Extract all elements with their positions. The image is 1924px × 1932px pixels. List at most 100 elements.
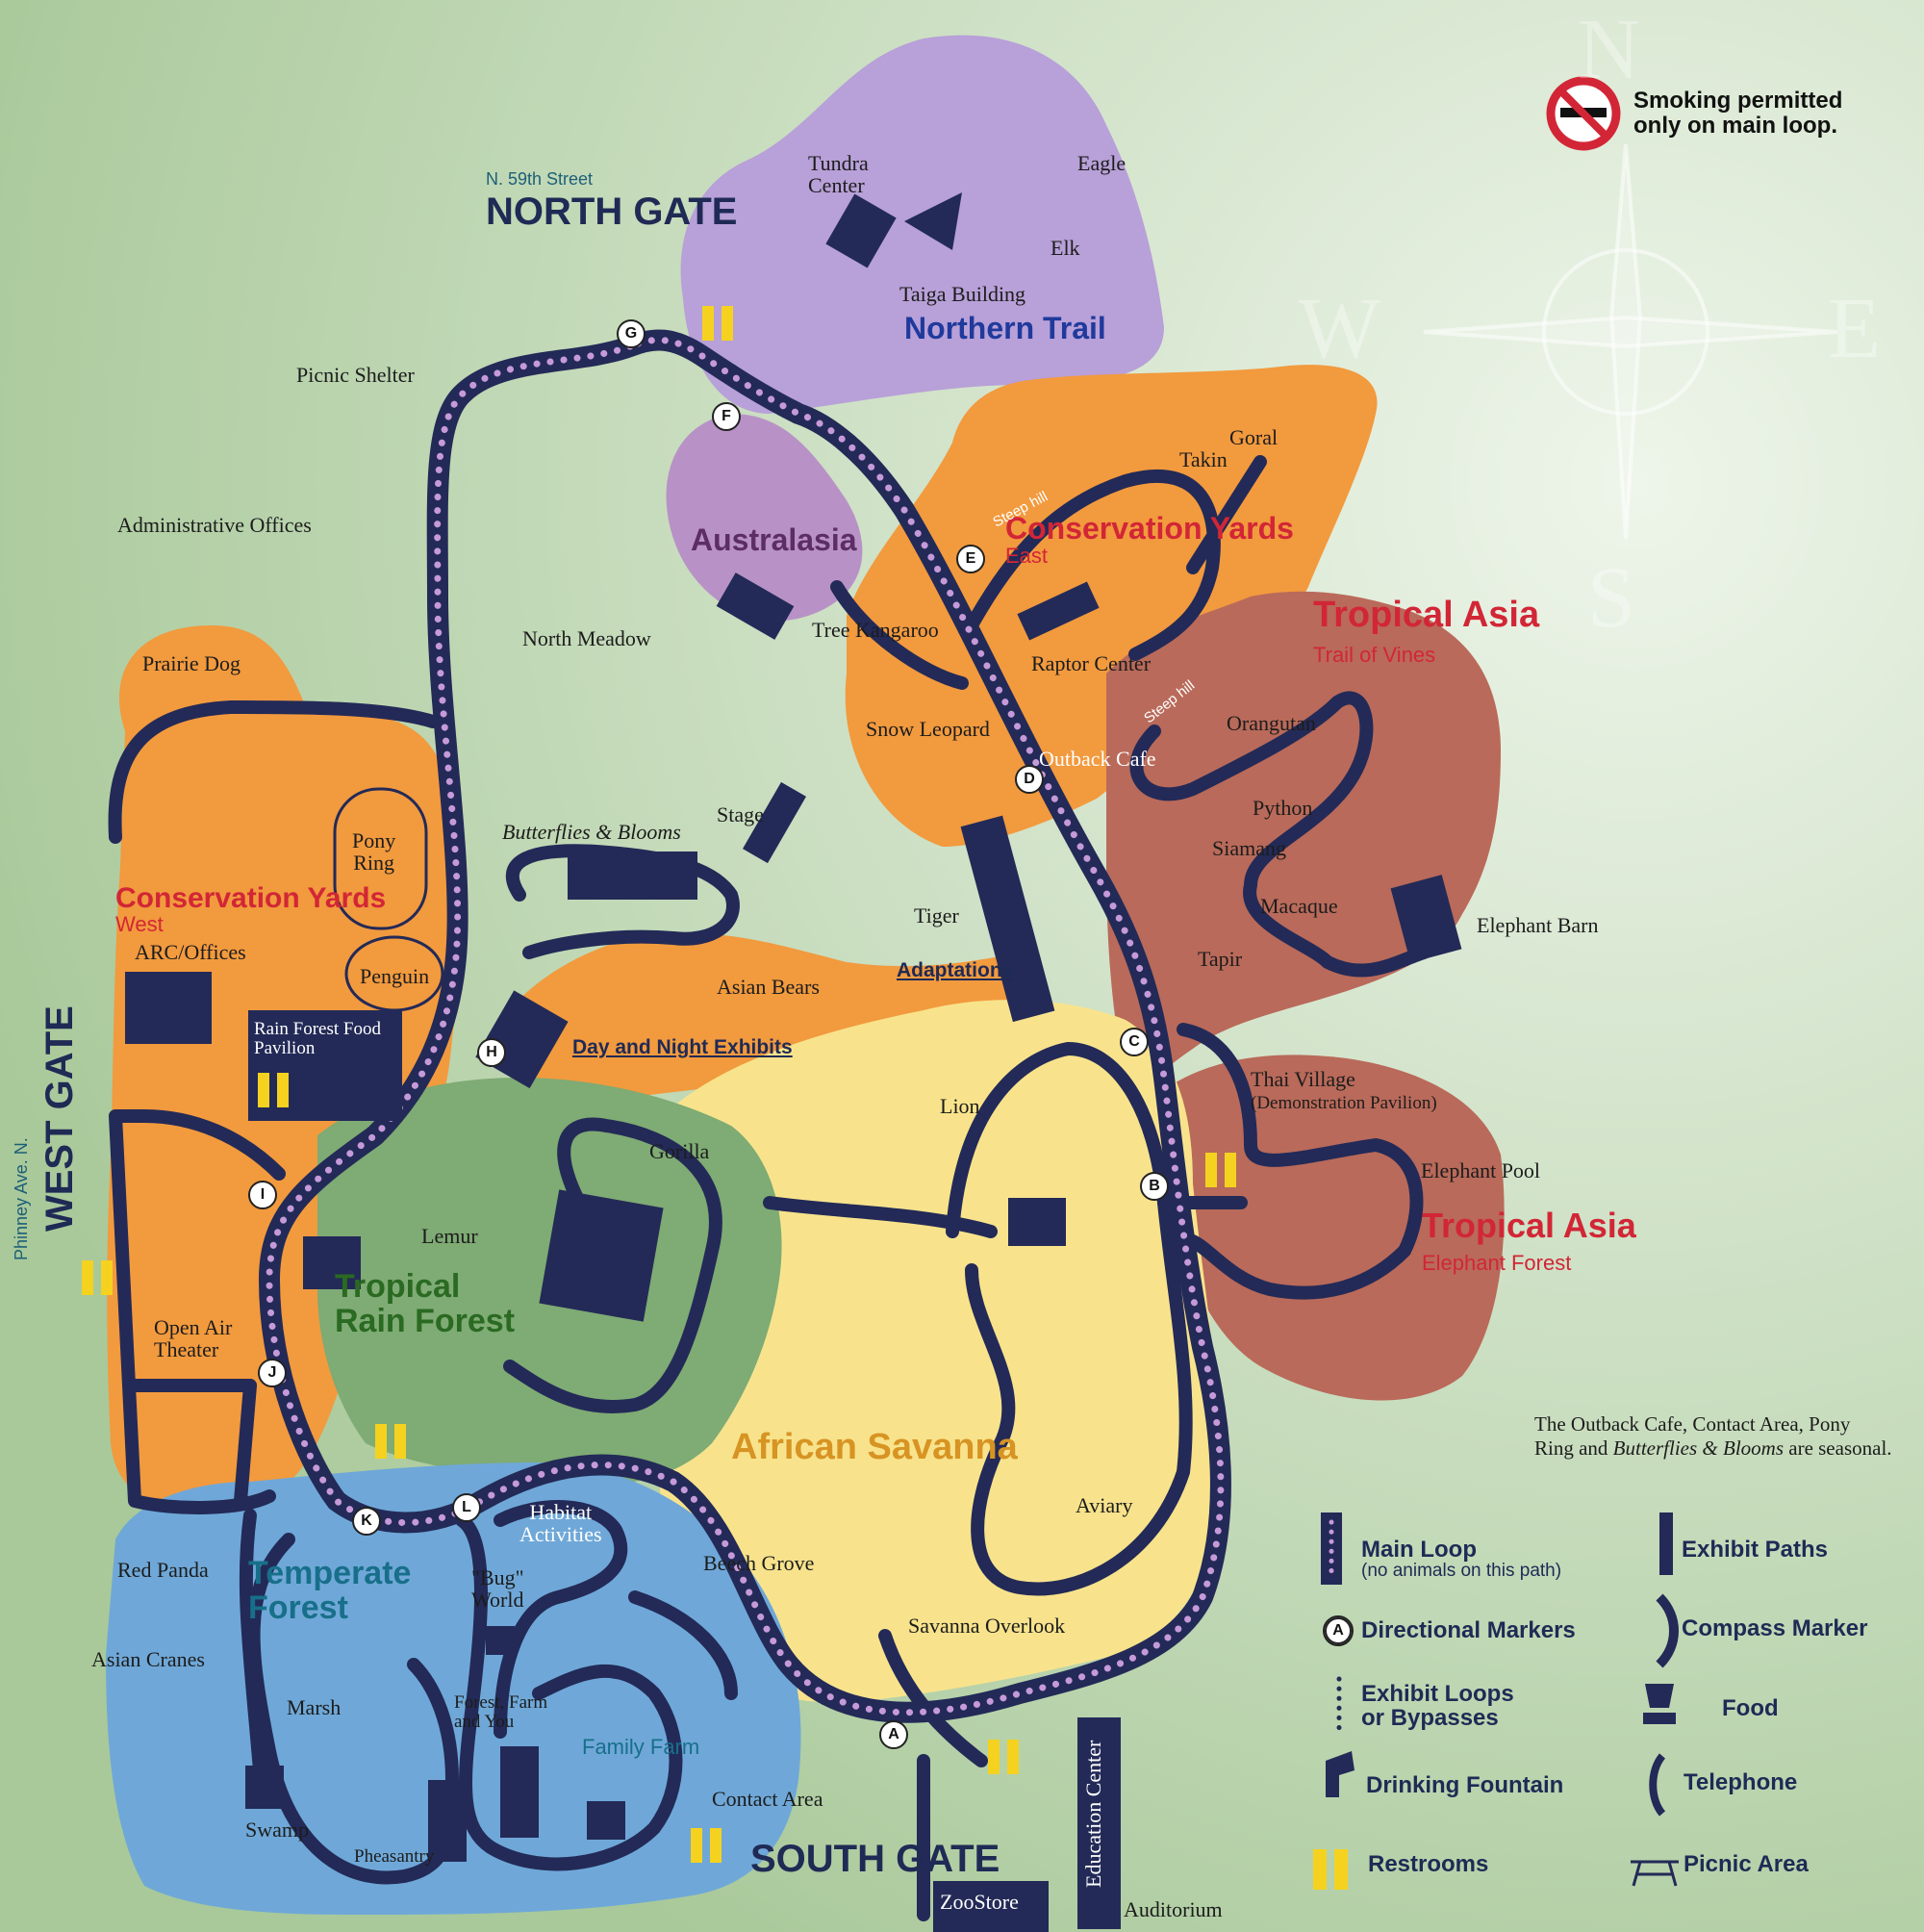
legend-food: Food — [1722, 1695, 1779, 1721]
legend-loops-l1: Exhibit Loops — [1361, 1681, 1514, 1707]
tree-kangaroo-label[interactable]: Tree Kangaroo — [812, 618, 939, 642]
beech-grove-label[interactable]: Beech Grove — [703, 1551, 815, 1575]
takin-label[interactable]: Takin — [1179, 447, 1228, 471]
legend-marker-sample: A — [1325, 1617, 1352, 1644]
zone-tropical-asia-vines-label: Tropical Asia — [1313, 595, 1540, 635]
elk-label[interactable]: Elk — [1051, 236, 1080, 260]
smoking-notice-line2: only on main loop. — [1633, 113, 1837, 140]
bug-world-label[interactable]: "Bug"World — [471, 1566, 524, 1611]
legend-main-loop-title: Main Loop — [1361, 1537, 1477, 1563]
zone-african-savanna-label: African Savanna — [731, 1427, 1018, 1467]
orangutan-label[interactable]: Orangutan — [1227, 711, 1316, 735]
compass-w: W — [1299, 281, 1380, 376]
seasonal-note: The Outback Cafe, Contact Area, Pony Rin… — [1534, 1412, 1892, 1461]
gorilla-label[interactable]: Gorilla — [649, 1139, 710, 1163]
exhibit-paths — [108, 455, 1430, 1921]
zoostore-label[interactable]: ZooStore — [940, 1890, 1019, 1914]
stage-label[interactable]: Stage — [717, 802, 764, 826]
compass-s: S — [1587, 550, 1636, 646]
macaque-label[interactable]: Macaque — [1260, 894, 1338, 918]
legend-compass-marker: Compass Marker — [1682, 1615, 1868, 1641]
marker-c[interactable]: C — [1120, 1028, 1149, 1056]
marker-l[interactable]: L — [452, 1493, 481, 1522]
elephant-barn-label[interactable]: Elephant Barn — [1477, 913, 1599, 937]
pony-l1: Pony — [352, 828, 396, 852]
asian-bears-label[interactable]: Asian Bears — [717, 975, 820, 999]
lion-label[interactable]: Lion — [940, 1094, 980, 1118]
compass-rose-icon — [1423, 143, 1838, 540]
python-label[interactable]: Python — [1253, 796, 1313, 820]
marker-j[interactable]: J — [258, 1359, 287, 1387]
rain-forest-food-pavilion-building — [248, 1010, 402, 1121]
marker-d[interactable]: D — [1015, 765, 1044, 794]
legend-main-loop-sub: (no animals on this path) — [1361, 1561, 1562, 1582]
elephant-pool-label[interactable]: Elephant Pool — [1421, 1158, 1541, 1182]
tiger-label[interactable]: Tiger — [914, 903, 959, 928]
fff-l2: and You — [454, 1711, 515, 1732]
marker-k[interactable]: K — [352, 1507, 381, 1536]
marker-i[interactable]: I — [248, 1181, 277, 1209]
penguin-label[interactable]: Penguin — [360, 964, 430, 988]
outback-cafe-label[interactable]: Outback Cafe — [1039, 747, 1156, 771]
marker-a[interactable]: A — [879, 1720, 908, 1749]
raptor-center-label[interactable]: Raptor Center — [1031, 651, 1152, 675]
tundra-l1: Tundra — [808, 151, 869, 175]
south-gate-label[interactable]: SOUTH GATE — [750, 1838, 1000, 1880]
marker-h[interactable]: H — [477, 1038, 506, 1067]
zone-adaptations-label: Adaptations — [897, 959, 1014, 981]
siamang-label[interactable]: Siamang — [1212, 836, 1286, 860]
west-gate-street: Phinney Ave. N. — [12, 1137, 31, 1260]
pheasantry-label[interactable]: Pheasantry — [354, 1846, 435, 1867]
red-panda-label[interactable]: Red Panda — [117, 1558, 209, 1582]
lemur-label[interactable]: Lemur — [421, 1224, 478, 1248]
north-gate-street: N. 59th Street — [486, 169, 594, 189]
education-center-label[interactable]: Education Center — [1081, 1740, 1105, 1888]
main-loop-path — [259, 329, 1231, 1723]
zone-northern-trail-label: Northern Trail — [904, 311, 1106, 345]
zone-rain-forest-line2: Rain Forest — [335, 1302, 516, 1339]
north-meadow-label[interactable]: North Meadow — [522, 626, 651, 650]
rain-food-l1: Rain Forest Food — [254, 1019, 381, 1039]
tundra-l2: Center — [808, 173, 865, 198]
seasonal-note-l2b: Butterflies & Blooms — [1612, 1436, 1784, 1461]
legend-fountain: Drinking Fountain — [1366, 1772, 1564, 1798]
snow-leopard-label[interactable]: Snow Leopard — [866, 717, 990, 741]
marsh-label[interactable]: Marsh — [287, 1695, 342, 1719]
zone-rain-forest-line1: Tropical — [335, 1268, 461, 1305]
auditorium-label[interactable]: Auditorium — [1124, 1897, 1223, 1921]
eagle-label[interactable]: Eagle — [1077, 151, 1127, 175]
picnic-shelter-label[interactable]: Picnic Shelter — [296, 363, 415, 387]
zone-tropical-asia-elephant-label: Tropical Asia — [1422, 1206, 1636, 1245]
north-gate-label[interactable]: NORTH GATE — [486, 191, 738, 233]
thai-village-label[interactable]: Thai Village(Demonstration Pavilion) — [1251, 1068, 1437, 1113]
thai-l2: (Demonstration Pavilion) — [1251, 1093, 1437, 1114]
aviary-label[interactable]: Aviary — [1076, 1493, 1133, 1517]
tapir-label[interactable]: Tapir — [1198, 947, 1243, 971]
goral-label[interactable]: Goral — [1229, 425, 1278, 449]
west-gate-label[interactable]: WEST GATE — [38, 1005, 81, 1232]
taiga-label[interactable]: Taiga Building — [899, 282, 1026, 306]
marker-b[interactable]: B — [1140, 1172, 1169, 1201]
swamp-label[interactable]: Swamp — [245, 1818, 309, 1842]
legend-telephone: Telephone — [1684, 1769, 1798, 1795]
legend-loops-l2: or Bypasses — [1361, 1705, 1499, 1732]
butterflies-label[interactable]: Butterflies & Blooms — [502, 820, 681, 844]
zone-cons-west-sub: West — [115, 912, 164, 936]
marker-g[interactable]: G — [617, 319, 646, 348]
savanna-overlook-label[interactable]: Savanna Overlook — [908, 1614, 1066, 1638]
zone-temperate-forest-line1: Temperate — [248, 1555, 412, 1591]
asian-cranes-label[interactable]: Asian Cranes — [91, 1647, 205, 1671]
marker-f[interactable]: F — [712, 402, 741, 431]
contact-area-label[interactable]: Contact Area — [712, 1787, 823, 1811]
prairie-dog-label[interactable]: Prairie Dog — [142, 651, 241, 675]
arc-offices-label[interactable]: ARC/Offices — [135, 940, 246, 964]
marker-e[interactable]: E — [956, 545, 985, 573]
admin-offices-label[interactable]: Administrative Offices — [117, 513, 312, 537]
